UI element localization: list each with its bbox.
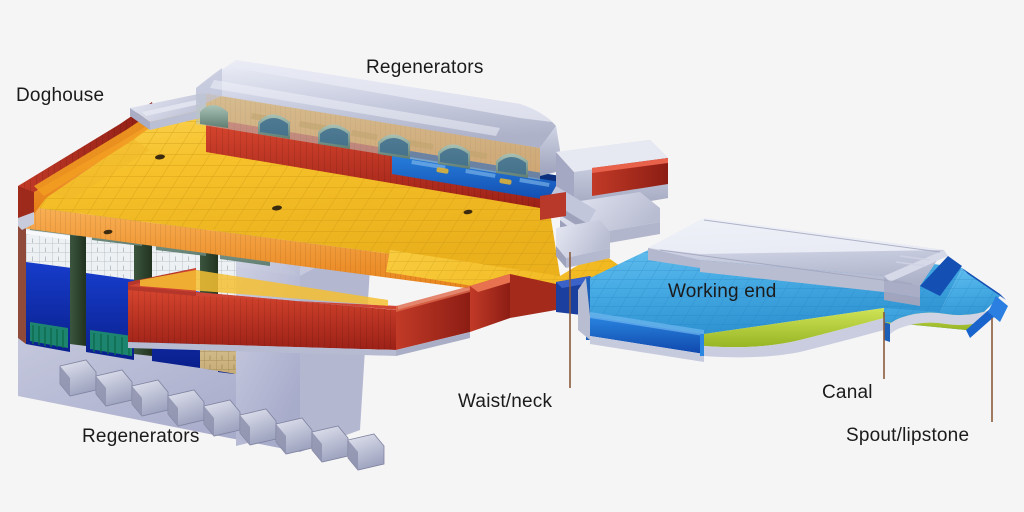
- regenerator-chamber-2: [86, 228, 136, 360]
- label-canal: Canal: [822, 382, 873, 403]
- regenerator-divider-1: [70, 222, 86, 346]
- far-side-regenerator-crown: [196, 60, 560, 180]
- regenerator-chamber-1: [26, 220, 72, 352]
- waist-neck-section: [128, 250, 620, 356]
- label-regenerators-bottom: Regenerators: [82, 426, 200, 447]
- working-end-lipstone-layer: [704, 308, 884, 348]
- melter-bubblers: [103, 154, 473, 235]
- label-doghouse: Doghouse: [16, 85, 105, 106]
- waist-neck-red-wall: [128, 268, 470, 356]
- label-waist-neck: Waist/neck: [458, 391, 553, 412]
- melter-to-working-connector: [556, 220, 610, 268]
- label-working-end: Working end: [668, 281, 777, 302]
- regenerator-ports: [200, 105, 528, 178]
- leader-lines: [569, 252, 993, 422]
- working-end-section: [578, 218, 1008, 362]
- regenerator-duct-blocks: [59, 359, 385, 471]
- label-regenerators-top: Regenerators: [366, 57, 484, 78]
- label-spout-lipstone: Spout/lipstone: [846, 425, 970, 446]
